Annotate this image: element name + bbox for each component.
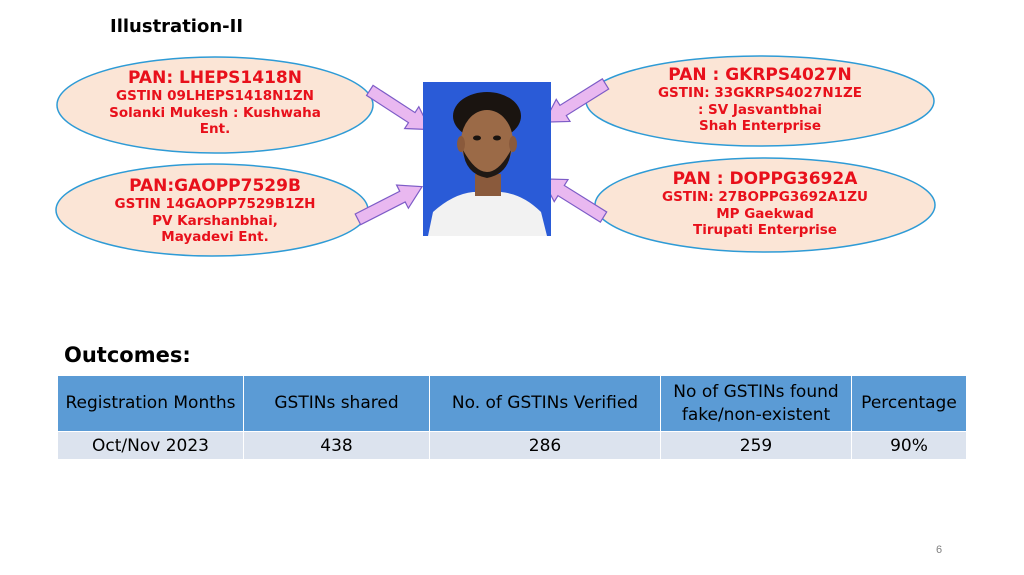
bubble-line: GSTIN: 33GKRPS4027N1ZE [657,85,863,102]
column-header: Percentage [851,375,967,432]
slide-title: Illustration-II [110,16,244,37]
column-header: GSTINs shared [243,375,430,432]
bubble-line: Shah Enterprise [699,117,821,134]
person-silhouette [423,82,551,236]
person-photo [423,82,551,236]
table-cell: 90% [851,431,967,460]
bubble-pan: PAN: LHEPS1418N [128,68,302,88]
table-header-row: Registration Months GSTINs shared No. of… [57,375,967,432]
bubble-top-right: PAN : GKRPS4027N GSTIN: 33GKRPS4027N1ZE … [640,65,880,134]
arrow-bottom-right [541,178,608,223]
column-header: No. of GSTINs Verified [429,375,661,432]
table-cell: 438 [243,431,430,460]
table-cell: Oct/Nov 2023 [57,431,244,460]
bubble-line: MP Gaekwad [716,205,814,222]
arrow-top-left [365,84,432,131]
bubble-line: Solanki Mukesh : Kushwaha [109,104,321,121]
bubble-bottom-right: PAN : DOPPG3692A GSTIN: 27BOPPG3692A1ZU … [640,169,890,238]
column-header: No of GSTINs found fake/non-existent [660,375,852,432]
bubble-pan: PAN:GAOPP7529B [129,176,301,196]
linkage-diagram [55,55,936,257]
table-cell: 286 [429,431,661,460]
outcomes-table: Registration Months GSTINs shared No. of… [57,375,967,460]
bubble-line: Tirupati Enterprise [693,221,837,238]
bubble-bottom-left: PAN:GAOPP7529B GSTIN 14GAOPP7529B1ZH PV … [95,176,335,245]
bubble-top-left: PAN: LHEPS1418N GSTIN 09LHEPS1418N1ZN So… [95,68,335,137]
bubble-line: Mayadevi Ent. [161,228,269,245]
table-row: Oct/Nov 2023 438 286 259 90% [57,431,967,460]
bubble-line: PV Karshanbhai, [152,212,278,229]
arrow-bottom-left [354,184,424,226]
bubble-shape-top-left [56,56,374,154]
bubble-line: : SV Jasvantbhai [697,101,823,118]
bubble-pan: PAN : DOPPG3692A [672,169,858,189]
bubble-line: Ent. [199,120,231,137]
bubble-line: GSTIN: 27BOPPG3692A1ZU [661,189,869,206]
column-header: Registration Months [57,375,244,432]
table-cell: 259 [660,431,852,460]
outcomes-heading: Outcomes: [64,343,191,367]
page-number: 6 [936,544,943,556]
bubble-pan: PAN : GKRPS4027N [668,65,852,85]
bubble-line: GSTIN 09LHEPS1418N1ZN [116,88,314,105]
bubble-line: GSTIN 14GAOPP7529B1ZH [114,196,316,213]
